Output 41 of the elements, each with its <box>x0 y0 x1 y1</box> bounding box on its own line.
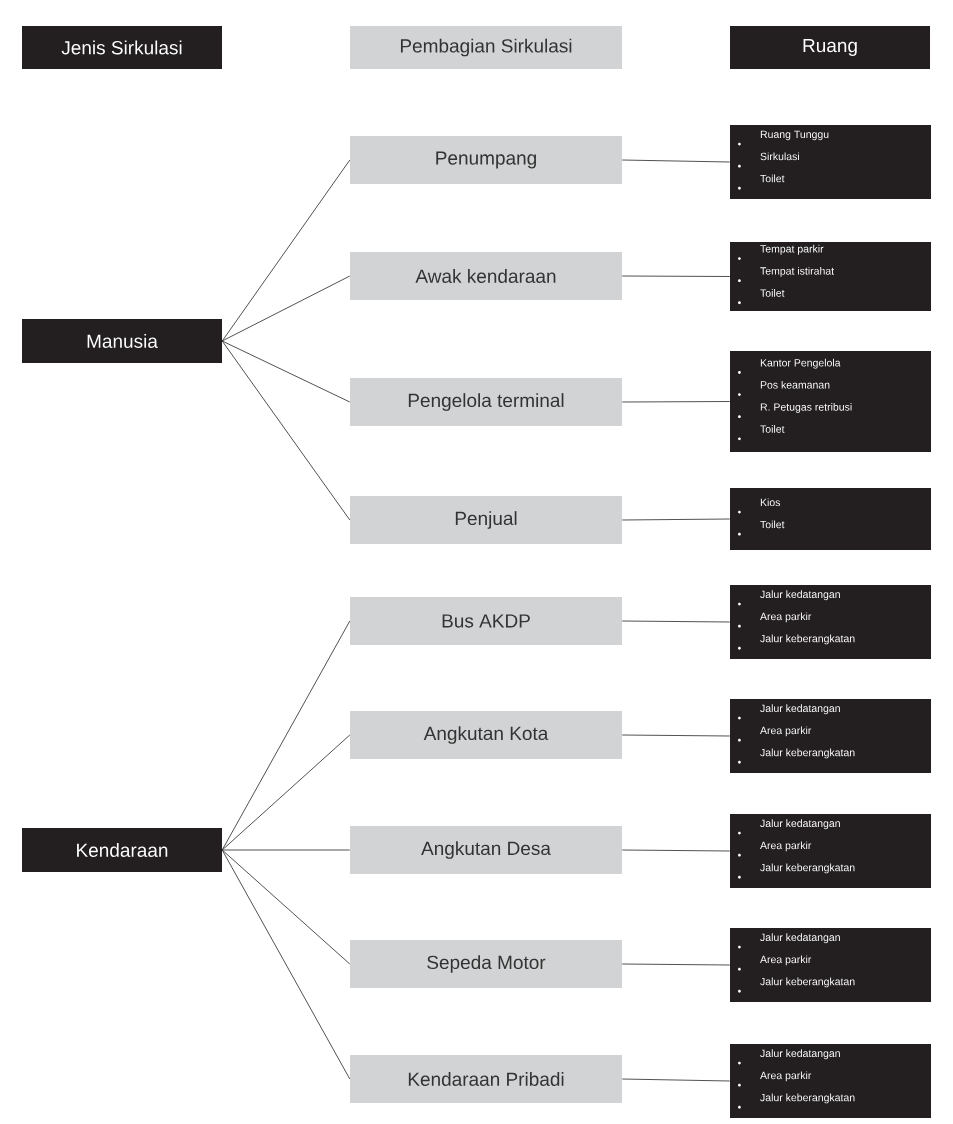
connector-line <box>621 401 731 403</box>
category-box: Manusia <box>22 319 222 363</box>
room-list-box: Jalur kedatangan Area parkir Jalur keberangkatan <box>730 1044 931 1118</box>
room-list-box: Kios Toilet <box>730 488 931 550</box>
connector-line <box>221 849 351 851</box>
subcategory-box: Bus AKDP <box>350 597 622 645</box>
connector-line <box>621 159 731 163</box>
connector-line <box>221 340 351 521</box>
connector-line <box>221 734 351 851</box>
connector-line <box>621 1078 731 1082</box>
category-box: Kendaraan <box>22 828 222 872</box>
connector-line <box>621 518 731 521</box>
connector-line <box>221 340 351 403</box>
room-list-box: Jalur kedatangan Area parkir Jalur keberangkatan <box>730 699 931 773</box>
subcategory-box: Penjual <box>350 496 622 544</box>
subcategory-box: Penumpang <box>350 136 622 184</box>
room-list-box: Tempat parkir Tempat istirahat Toilet <box>730 242 931 311</box>
subcategory-box: Kendaraan Pribadi <box>350 1055 622 1103</box>
subcategory-box: Angkutan Desa <box>350 826 622 874</box>
connector-line <box>221 275 351 342</box>
connector-line <box>621 963 731 966</box>
connector-line <box>221 620 351 851</box>
connector-line <box>621 849 731 852</box>
connector-line <box>621 275 731 277</box>
connector-line <box>221 159 351 342</box>
room-list-box: Ruang Tunggu Sirkulasi Toilet <box>730 125 931 199</box>
room-list-box: Jalur kedatangan Area parkir Jalur keberangkatan <box>730 928 931 1002</box>
category-box: Jenis Sirkulasi <box>22 26 222 69</box>
connector-line <box>621 620 731 623</box>
category-box: Ruang <box>730 26 930 69</box>
subcategory-box: Pengelola terminal <box>350 378 622 426</box>
connector-line <box>621 734 731 737</box>
subcategory-box: Sepeda Motor <box>350 940 622 988</box>
subcategory-box: Awak kendaraan <box>350 252 622 300</box>
subcategory-box: Angkutan Kota <box>350 711 622 759</box>
connector-line <box>221 849 351 1080</box>
subcategory-box: Pembagian Sirkulasi <box>350 26 622 69</box>
room-list-box: Kantor Pengelola Pos keamanan R. Petugas retribusi Toilet <box>730 351 931 452</box>
room-list-box: Jalur kedatangan Area parkir Jalur keberangkatan <box>730 585 931 659</box>
connector-line <box>221 849 351 965</box>
room-list-box: Jalur kedatangan Area parkir Jalur keberangkatan <box>730 814 931 888</box>
